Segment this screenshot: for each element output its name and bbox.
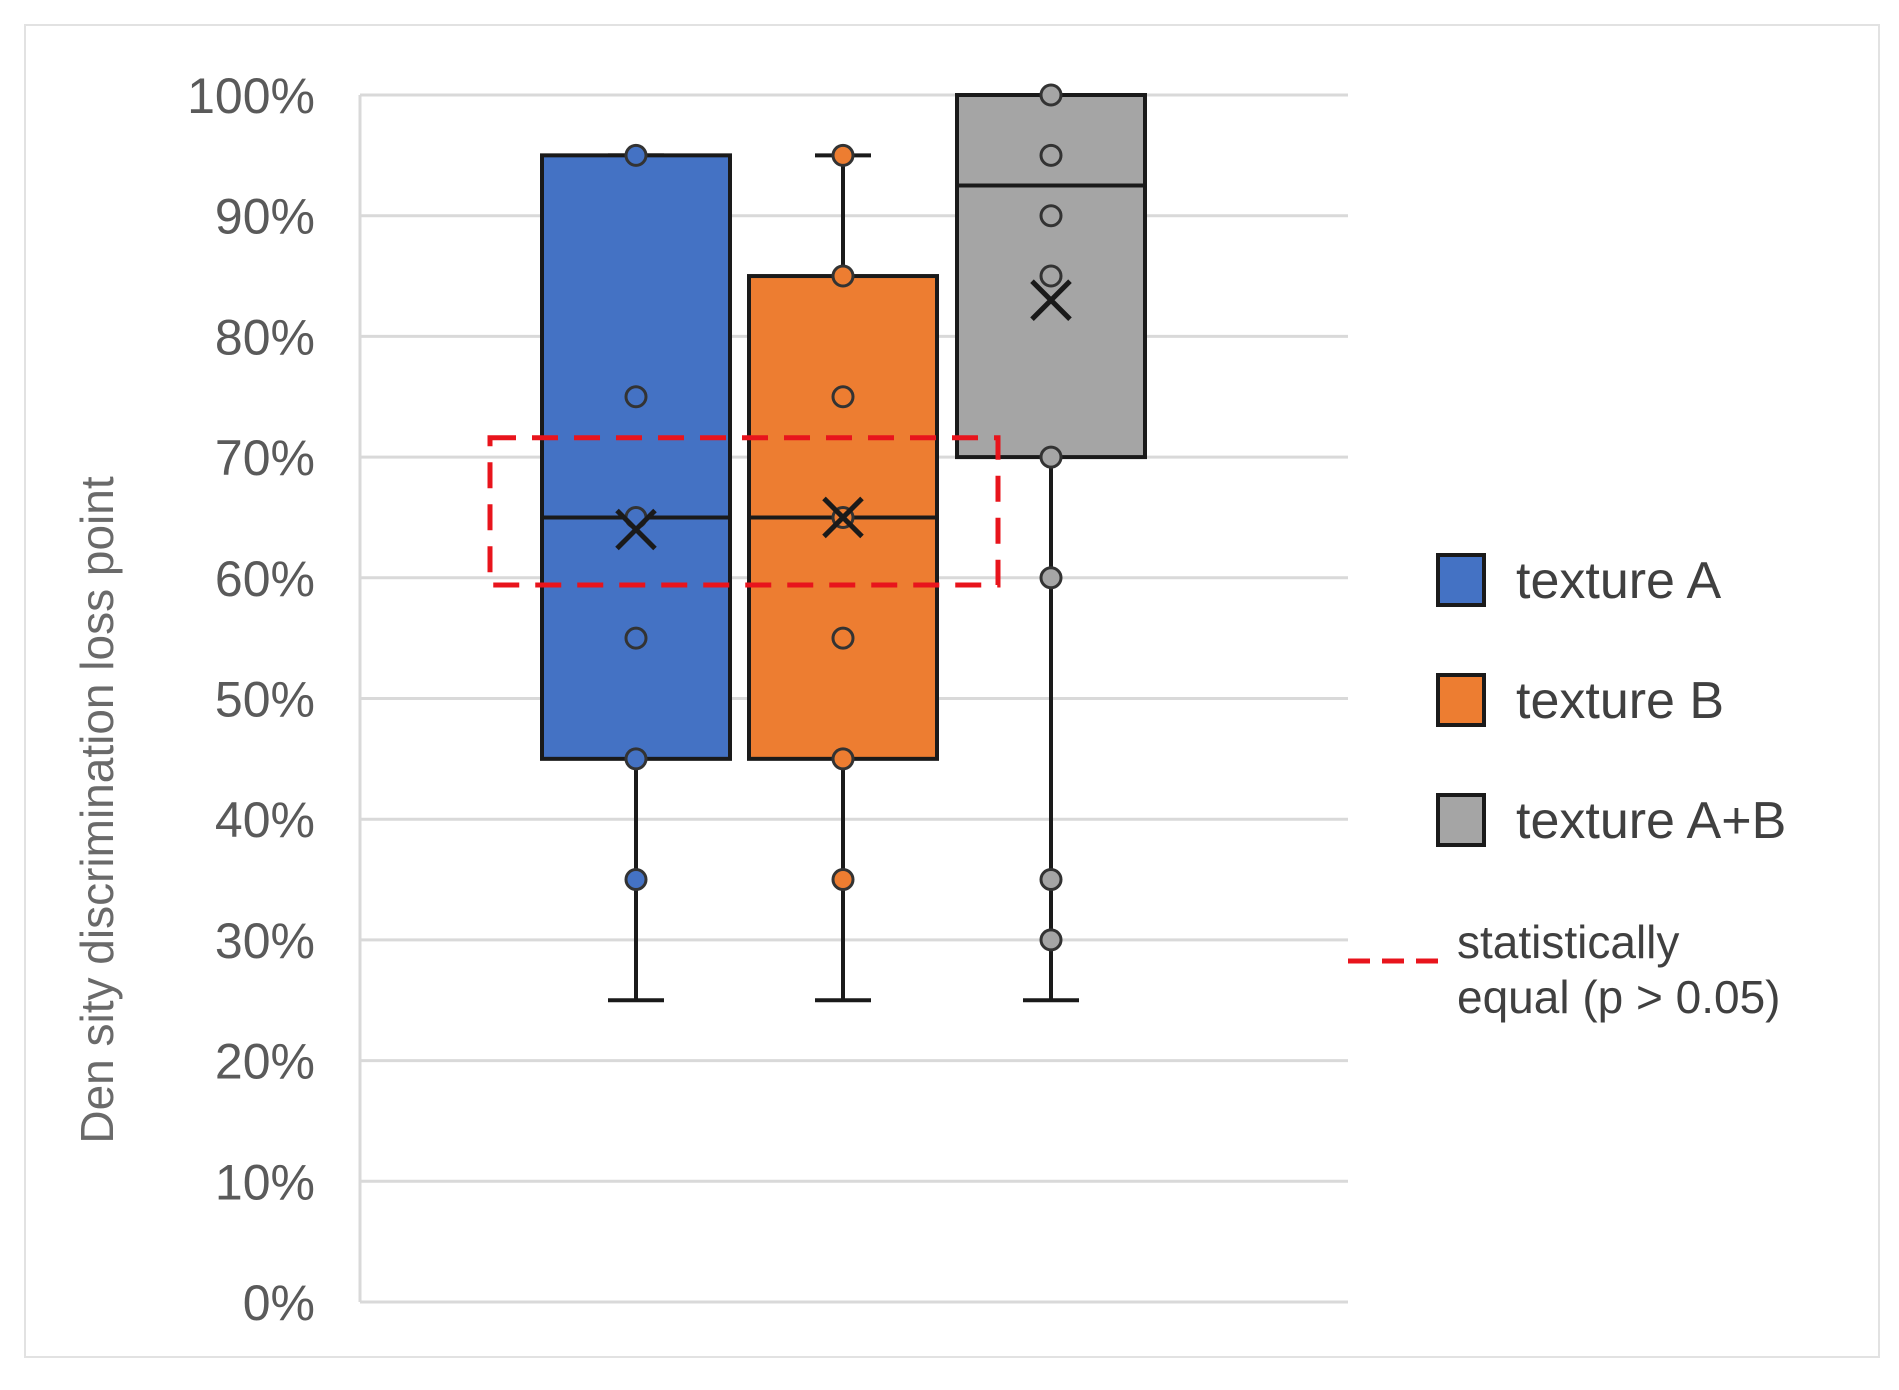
- data-point: [831, 868, 855, 892]
- data-point: [831, 626, 855, 650]
- data-point: [624, 143, 648, 167]
- legend: texture A texture B texture A+B statistical…: [1348, 552, 1786, 1023]
- box-iqr: [540, 153, 732, 761]
- mean-marker: [1030, 279, 1072, 321]
- y-tick-label: 100%: [187, 68, 315, 124]
- box-texture-a-b: [955, 83, 1147, 1003]
- legend-item: texture A: [1436, 552, 1722, 610]
- legend-annotation-label: statistically: [1457, 916, 1679, 968]
- y-tick-label: 0%: [243, 1275, 315, 1331]
- data-point: [1039, 83, 1063, 107]
- boxes: [540, 83, 1147, 1003]
- data-point: [831, 747, 855, 771]
- significance-box: [487, 435, 1001, 588]
- legend-item: texture B: [1436, 672, 1724, 730]
- y-tick-label: 90%: [215, 189, 315, 245]
- data-point: [624, 385, 648, 409]
- data-point: [1039, 264, 1063, 288]
- legend-label: texture A: [1516, 552, 1722, 610]
- chart-frame: [24, 24, 1880, 1358]
- data-point: [1039, 928, 1063, 952]
- legend-swatch: [1436, 673, 1486, 727]
- data-point: [1039, 566, 1063, 590]
- mean-marker: [822, 496, 864, 539]
- legend-label: texture A+B: [1516, 792, 1786, 850]
- data-point: [624, 868, 648, 892]
- box-texture-a: [540, 143, 732, 1003]
- data-point: [831, 264, 855, 288]
- y-axis-ticks: 0% 10% 20% 30% 40% 50% 60% 70% 80% 90% 100%: [187, 68, 315, 1331]
- legend-swatch: [1436, 553, 1486, 607]
- y-tick-label: 20%: [215, 1034, 315, 1090]
- significance-annotation: [487, 435, 1001, 588]
- y-tick-label: 40%: [215, 792, 315, 848]
- data-point: [1039, 445, 1063, 469]
- y-tick-label: 10%: [215, 1154, 315, 1210]
- data-point: [624, 747, 648, 771]
- y-tick-label: 50%: [215, 672, 315, 728]
- data-point: [1039, 204, 1063, 228]
- data-point: [1039, 868, 1063, 892]
- legend-item: texture A+B: [1436, 792, 1786, 850]
- legend-label: texture B: [1516, 672, 1724, 730]
- y-axis-label: Den sity discrimination loss point: [71, 476, 123, 1143]
- legend-annotation-label: equal (p > 0.05): [1457, 971, 1781, 1023]
- data-point: [624, 626, 648, 650]
- y-tick-label: 80%: [215, 309, 315, 365]
- data-point: [831, 385, 855, 409]
- legend-swatch: [1436, 793, 1486, 847]
- data-point: [1039, 143, 1063, 167]
- data-point: [831, 143, 855, 167]
- y-tick-label: 70%: [215, 430, 315, 486]
- y-tick-label: 60%: [215, 551, 315, 607]
- y-tick-label: 30%: [215, 913, 315, 969]
- mean-marker: [615, 508, 657, 551]
- box-texture-b: [747, 143, 939, 1003]
